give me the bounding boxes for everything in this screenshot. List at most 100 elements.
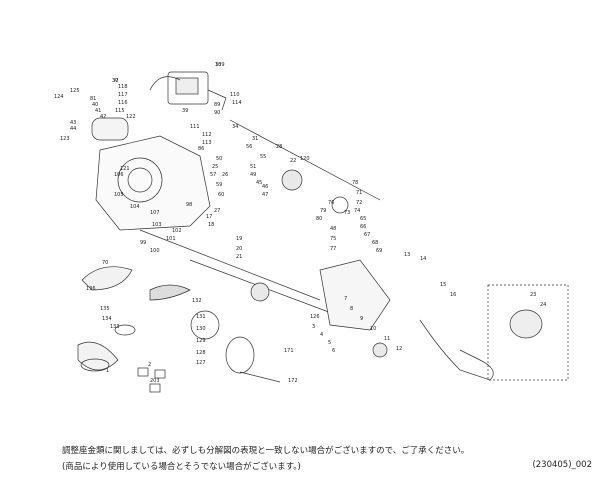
part-label-90: 90 [214,110,220,116]
part-label-104: 104 [130,204,140,210]
part-label-98: 98 [186,202,192,208]
display-unit [167,71,209,105]
part-label-134: 134 [102,316,112,322]
part-label-11: 11 [384,336,390,342]
part-label-33: 33 [215,62,221,68]
main-frame-part [95,135,211,231]
part-label-8: 8 [350,306,353,312]
gear-part [281,169,303,191]
part-label-48: 48 [330,226,336,232]
part-label-24: 24 [540,302,546,308]
part-label-31: 31 [252,136,258,142]
part-label-129: 129 [196,338,206,344]
part-label-56: 56 [246,144,252,150]
part-label-111: 111 [190,124,200,130]
part-label-34: 34 [232,124,238,130]
part-label-3: 3 [312,324,315,330]
disclaimer-line-1: 調整座金類に関しましては、必ずしも分解図の表現と一致しない場合がございますので、… [62,446,470,456]
part-label-4: 4 [320,332,323,338]
part-label-172: 172 [288,378,298,384]
part-label-136: 136 [86,286,96,292]
part-label-19: 19 [236,236,242,242]
part-label-46: 46 [262,184,268,190]
part-label-5: 5 [328,340,331,346]
part-label-86: 86 [198,146,204,152]
part-label-25: 25 [212,164,218,170]
part-label-116: 116 [118,100,128,106]
part-label-47: 47 [262,192,268,198]
part-label-115: 115 [115,108,125,114]
part-label-12: 12 [396,346,402,352]
part-label-74: 74 [354,208,360,214]
part-label-80: 80 [316,216,322,222]
part-label-131: 131 [196,314,206,320]
disclaimer-line-2: (商品により使用している場合とそうでない場合がございます。) [62,462,301,472]
part-label-128: 128 [196,350,206,356]
knob-part [509,309,543,339]
part-label-65: 65 [360,216,366,222]
part-label-109: 109 [215,62,225,68]
part-label-124: 124 [54,94,64,100]
part-label-78: 78 [352,180,358,186]
part-label-10: 10 [370,326,376,332]
part-label-69: 69 [376,248,382,254]
part-label-60: 60 [218,192,224,198]
part-label-39: 39 [182,108,188,114]
part-label-43: 43 [70,120,76,126]
part-label-23: 23 [530,292,536,298]
part-label-41: 41 [95,108,101,114]
part-label-103: 103 [152,222,162,228]
part-label-100: 100 [150,248,160,254]
part-label-113: 113 [202,140,212,146]
part-label-118: 118 [118,84,128,90]
part-label-171: 171 [284,348,294,354]
part-label-9: 9 [360,316,363,322]
part-label-132: 132 [192,298,202,304]
handle-part [419,319,494,381]
part-label-15: 15 [440,282,446,288]
part-label-71: 71 [356,190,362,196]
part-label-37: 37 [112,78,118,84]
part-label-20: 20 [236,246,242,252]
part-label-135: 135 [100,306,110,312]
part-label-81: 81 [90,96,96,102]
part-label-22: 22 [290,158,296,164]
part-label-77: 77 [330,246,336,252]
part-label-57: 57 [210,172,216,178]
part-label-28: 28 [276,144,282,150]
part-label-68: 68 [372,240,378,246]
part-label-30: 30 [112,78,118,84]
part-label-203: 203 [150,378,160,384]
part-label-125: 125 [70,88,80,94]
part-label-117: 117 [118,92,128,98]
part-label-7: 7 [344,296,347,302]
part-label-6: 6 [332,348,335,354]
part-label-130: 130 [196,326,206,332]
part-label-107: 107 [150,210,160,216]
part-label-114: 114 [232,100,242,106]
part-label-89: 89 [214,102,220,108]
part-label-50: 50 [216,156,222,162]
part-label-112: 112 [202,132,212,138]
part-label-40: 40 [92,102,98,108]
part-label-123: 123 [60,136,70,142]
part-label-42: 42 [100,114,106,120]
part-label-16: 16 [450,292,456,298]
part-label-110: 110 [230,92,240,98]
part-label-79: 79 [320,208,326,214]
part-label-127: 127 [196,360,206,366]
part-label-101: 101 [166,236,176,242]
part-label-106: 106 [114,172,124,178]
part-label-99: 99 [140,240,146,246]
part-label-55: 55 [260,154,266,160]
lever-part [81,266,133,291]
diagram-code: (230405)_002 [532,460,592,470]
part-label-21: 21 [236,254,242,260]
side-plate-part [319,259,391,331]
part-label-102: 102 [172,228,182,234]
part-label-49: 49 [250,172,256,178]
part-label-59: 59 [216,182,222,188]
